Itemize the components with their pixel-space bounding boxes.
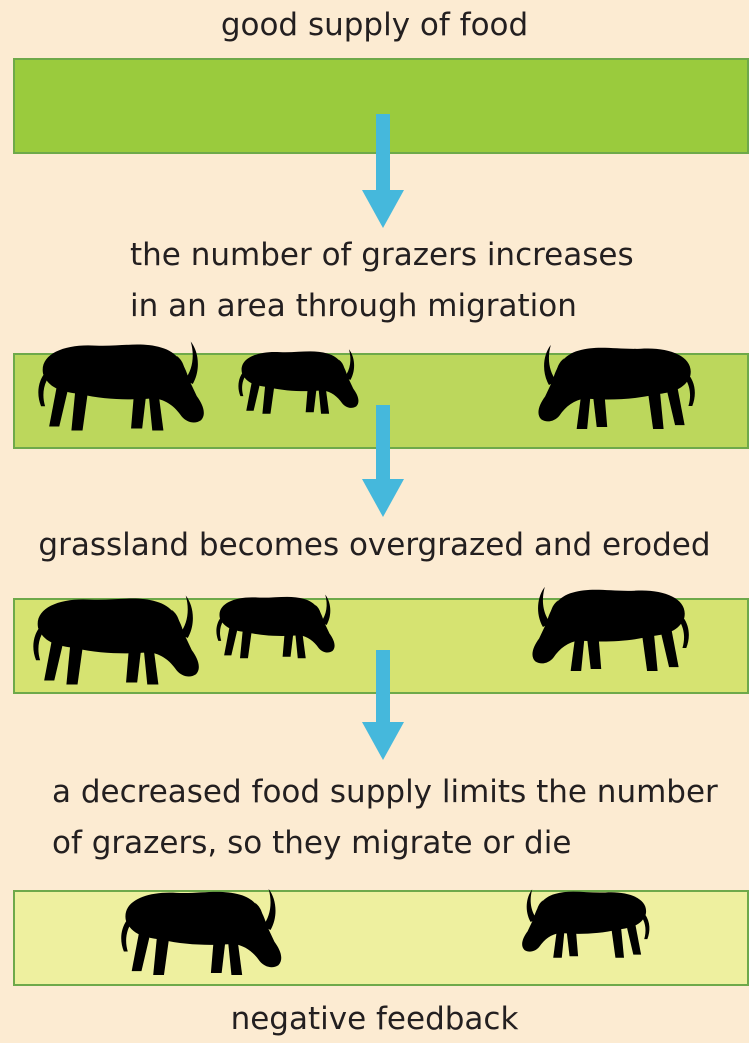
- arrow-down-icon: [362, 405, 404, 517]
- arrow-down-icon: [362, 650, 404, 760]
- water-buffalo-icon: [236, 342, 368, 418]
- step-1-text: good supply of food: [220, 7, 529, 43]
- arrow-down-icon: [362, 114, 404, 228]
- step-3-text: grassland becomes overgrazed and eroded: [38, 527, 711, 563]
- water-buffalo-icon: [512, 880, 652, 964]
- water-buffalo-icon: [35, 330, 217, 438]
- water-buffalo-icon: [526, 333, 698, 437]
- water-buffalo-icon: [214, 585, 344, 665]
- water-buffalo-icon: [30, 585, 212, 691]
- step-4-text: a decreased food supply limits the numbe…: [52, 774, 718, 861]
- footer-caption: negative feedback: [230, 1001, 519, 1037]
- water-buffalo-icon: [520, 575, 692, 679]
- step-2-text: the number of grazers increases in an ar…: [130, 237, 634, 324]
- water-buffalo-icon: [118, 878, 294, 982]
